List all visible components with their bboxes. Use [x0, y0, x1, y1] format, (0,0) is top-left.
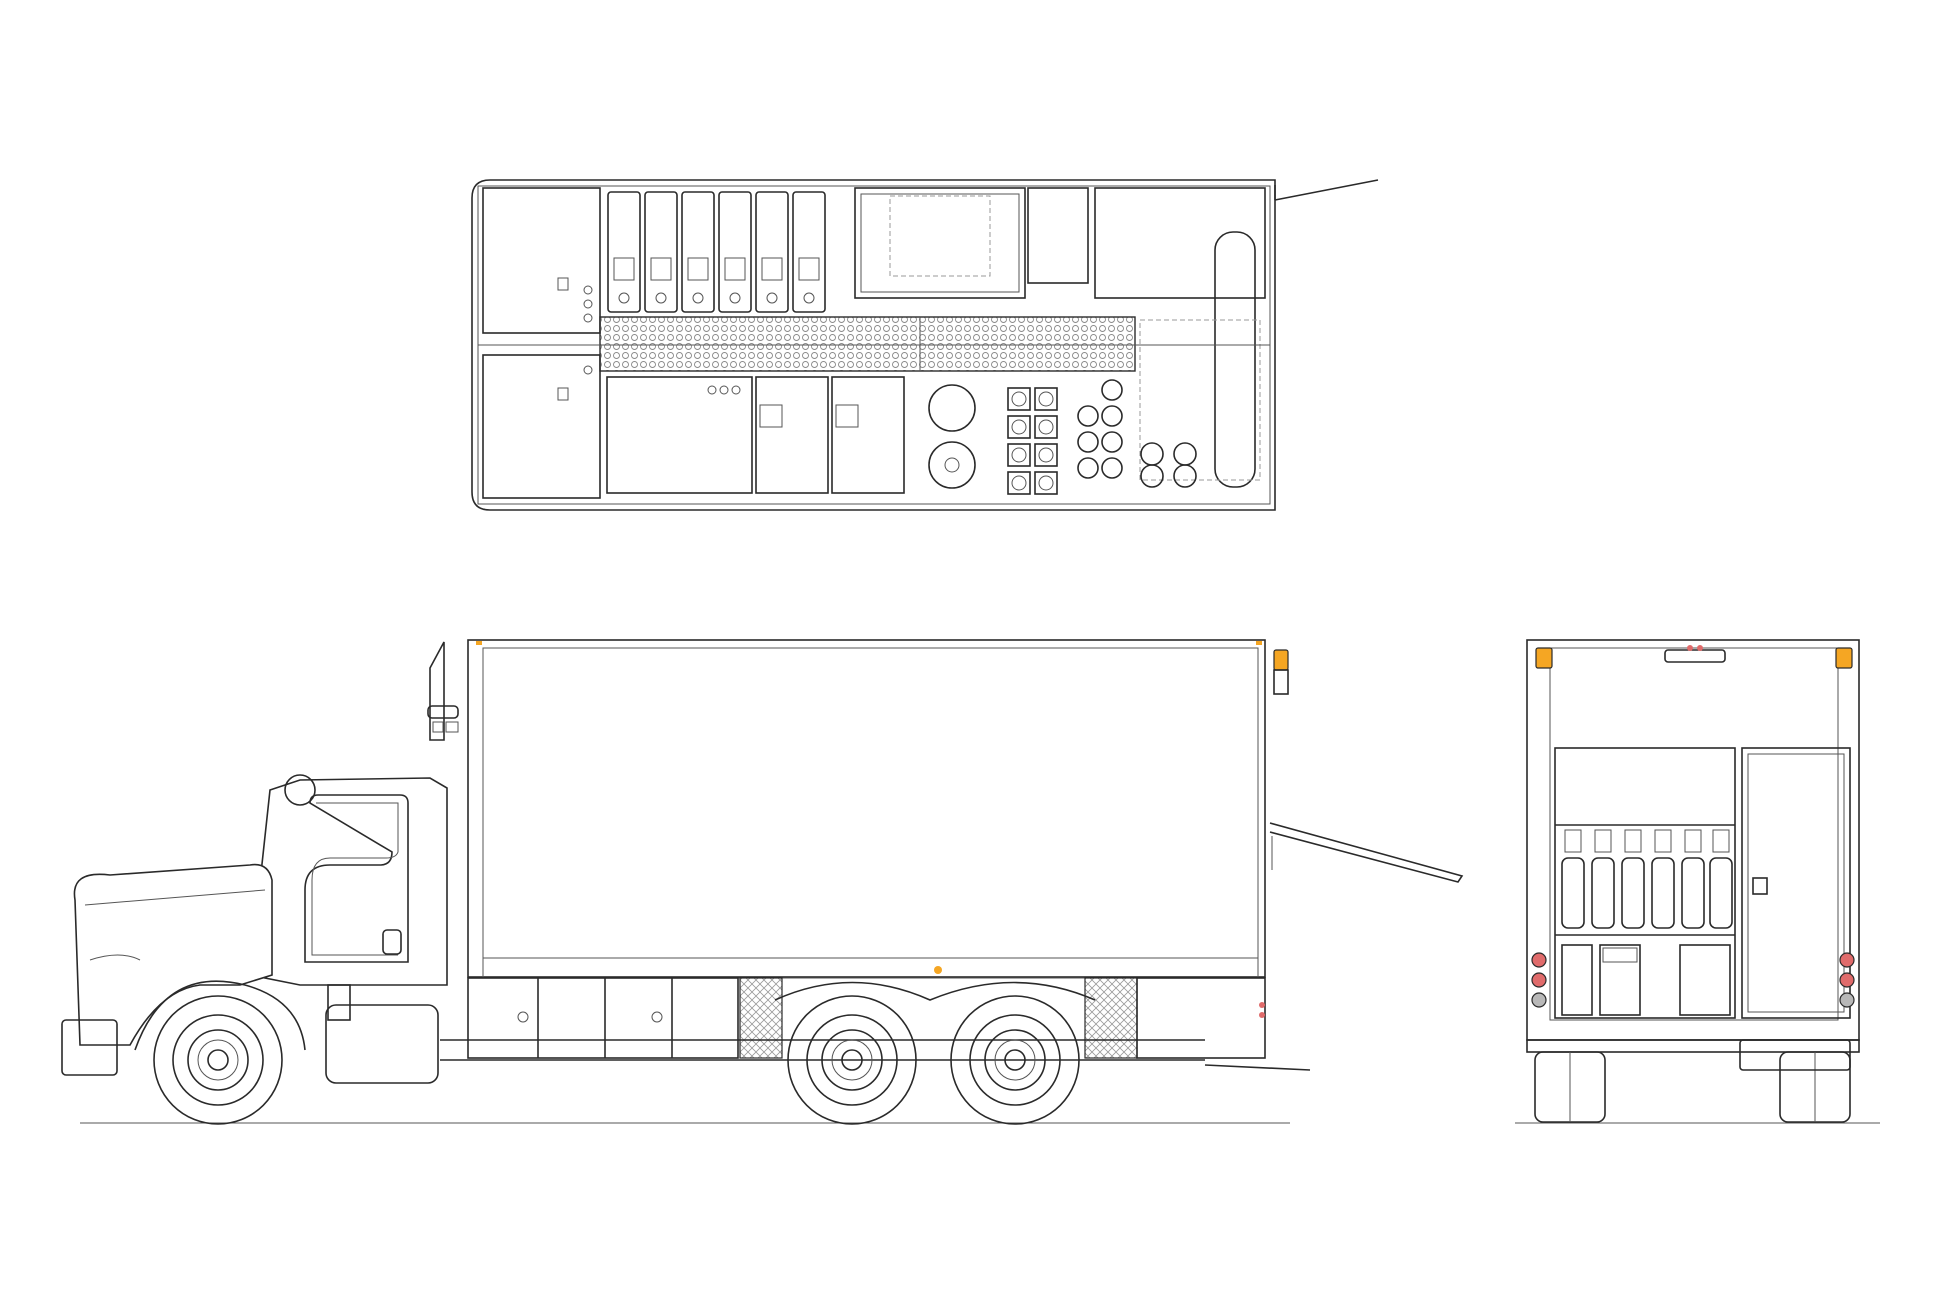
rear-tail-lamp-left-middle [1531, 972, 1547, 988]
side-front-bumper [61, 1019, 118, 1076]
rear-marker-lamp-left [1535, 647, 1553, 669]
rear-open-compartment [1554, 747, 1736, 1019]
rear-tail-lamp-right-upper [1839, 952, 1855, 968]
top-compartment-c [606, 376, 753, 494]
side-cab-door [304, 794, 409, 963]
side-fuel-tank [325, 1004, 439, 1084]
side-view [61, 639, 1464, 1125]
top-drum-a [928, 384, 976, 432]
rear-lower-reel-c [1679, 944, 1731, 1016]
rear-view [1515, 639, 1880, 1124]
top-reel-bays [607, 191, 826, 313]
side-hood [73, 863, 273, 1046]
rear-hose-reels [1561, 829, 1733, 929]
top-compartment-a [482, 187, 601, 334]
rear-door-handle [1752, 877, 1768, 895]
side-marker-lamp [1273, 649, 1289, 671]
top-valve-grid [1007, 379, 1197, 495]
top-compartment-e [831, 376, 905, 494]
rear-tail-lamp-right-middle [1839, 972, 1855, 988]
side-cab [249, 777, 448, 986]
top-rear-tank [1214, 231, 1256, 488]
rear-body-outline [1526, 639, 1860, 1041]
side-front-wheel [153, 995, 283, 1125]
rear-tail-lamp-left-upper [1531, 952, 1547, 968]
top-equipment-block [854, 187, 1026, 299]
rear-door-panel [1741, 747, 1851, 1019]
rear-lower-reel-a [1561, 944, 1593, 1016]
side-front-fender [134, 980, 306, 1051]
rear-tail-lamp-right-lower [1839, 992, 1855, 1008]
top-compartment-d [755, 376, 829, 494]
side-rear-wheel-a [787, 995, 917, 1125]
side-rear-wheel-b [950, 995, 1080, 1125]
rear-marker-lamp-right [1835, 647, 1853, 669]
rear-lower-reel-b [1599, 944, 1641, 1016]
side-lower-compartments [467, 977, 739, 1059]
top-view-outline [471, 179, 1276, 511]
rear-tail-lamp-left-lower [1531, 992, 1547, 1008]
top-view [471, 179, 1379, 511]
top-drum-b [928, 441, 976, 489]
side-exhaust-stack [429, 641, 445, 741]
top-tread-aisle [599, 316, 1136, 372]
top-compartment-b [482, 354, 601, 499]
side-box-body [467, 639, 1266, 978]
side-awning [1269, 822, 1464, 883]
top-view-awning [1274, 179, 1379, 201]
